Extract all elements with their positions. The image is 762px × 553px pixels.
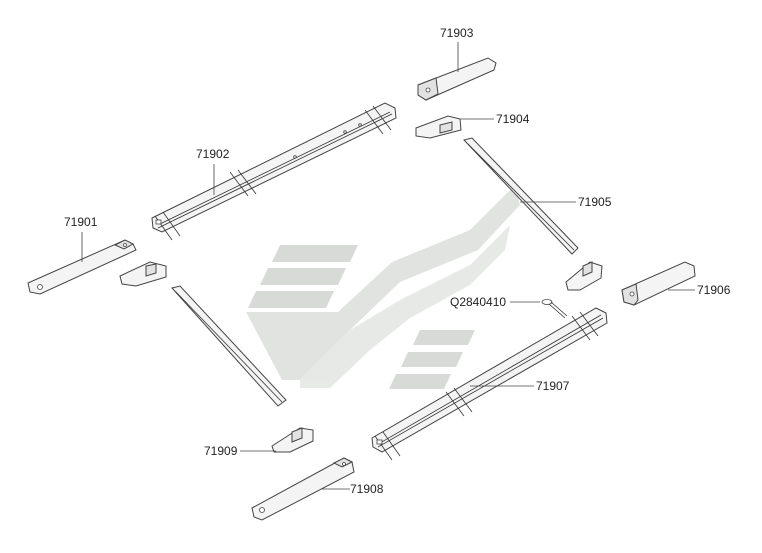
- label-71905: 71905: [578, 195, 612, 209]
- label-71903: 71903: [440, 26, 474, 40]
- part-71904[interactable]: [415, 115, 494, 139]
- bracket-left-upper: [119, 261, 167, 287]
- label-71902: 71902: [196, 147, 230, 161]
- part-71909[interactable]: [240, 427, 314, 453]
- part-71903[interactable]: [417, 42, 497, 101]
- part-71902[interactable]: [151, 102, 397, 241]
- label-71907: 71907: [536, 379, 570, 393]
- label-71906: 71906: [697, 283, 731, 297]
- bracket-right-mid: [565, 261, 603, 291]
- label-Q2840410: Q2840410: [450, 295, 506, 309]
- label-71908: 71908: [350, 482, 384, 496]
- part-71907[interactable]: [371, 307, 608, 461]
- part-71906[interactable]: [621, 261, 696, 306]
- part-71905[interactable]: [463, 137, 579, 255]
- part-71901[interactable]: [27, 232, 137, 295]
- label-71904: 71904: [496, 112, 530, 126]
- label-71909: 71909: [204, 444, 238, 458]
- label-71901: 71901: [64, 215, 98, 229]
- part-Q2840410[interactable]: [510, 299, 568, 319]
- brand-logo-watermark: [246, 185, 520, 389]
- rail-left-vertical: [171, 285, 287, 407]
- part-71908[interactable]: [251, 457, 355, 521]
